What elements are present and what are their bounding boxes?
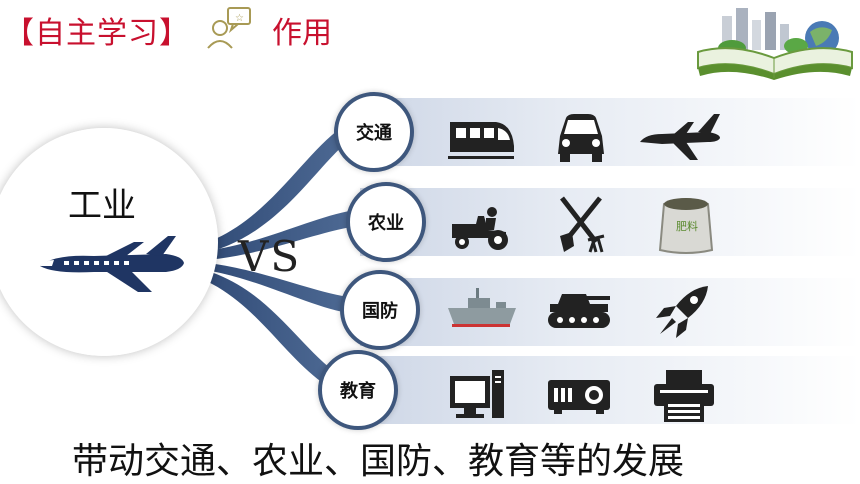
summary-text: 带动交通、农业、国防、教育等的发展	[72, 441, 685, 482]
vs-label: VS	[238, 232, 302, 281]
category-band-defense	[360, 278, 860, 346]
category-label: 国防	[362, 301, 398, 322]
category-transport: 交通	[334, 92, 414, 172]
airplane-icon	[40, 236, 184, 292]
tractor-icon	[452, 207, 508, 250]
tank-icon	[548, 294, 610, 328]
category-defense: 国防	[340, 270, 420, 350]
svg-text:☆: ☆	[235, 13, 244, 24]
category-label: 教育	[340, 381, 376, 402]
section-title: 【自主学习】	[4, 16, 190, 51]
category-label: 农业	[368, 213, 404, 234]
category-band-transport	[360, 98, 860, 166]
category-label: 交通	[356, 123, 392, 144]
car-icon	[558, 114, 604, 162]
book-city-illustration	[697, 8, 853, 80]
fertilizer-bag-icon: 肥料	[658, 198, 714, 254]
projector-icon	[548, 380, 610, 414]
category-agriculture: 农业	[346, 182, 426, 262]
train-icon	[448, 122, 514, 159]
category-education: 教育	[318, 350, 398, 430]
computer-icon	[450, 370, 504, 418]
discussion-icon: ☆	[207, 7, 251, 49]
industry-label: 工业	[68, 186, 136, 226]
industry-circle	[0, 128, 218, 356]
section-subtitle: 作用	[272, 16, 332, 51]
rocket-icon	[656, 286, 708, 338]
warship-icon	[448, 288, 516, 327]
printer-icon	[654, 370, 714, 422]
farm-tools-icon	[560, 196, 605, 253]
fertilizer-label: 肥料	[676, 219, 698, 233]
category-band-agriculture	[360, 188, 860, 256]
airplane-icon	[640, 114, 720, 160]
